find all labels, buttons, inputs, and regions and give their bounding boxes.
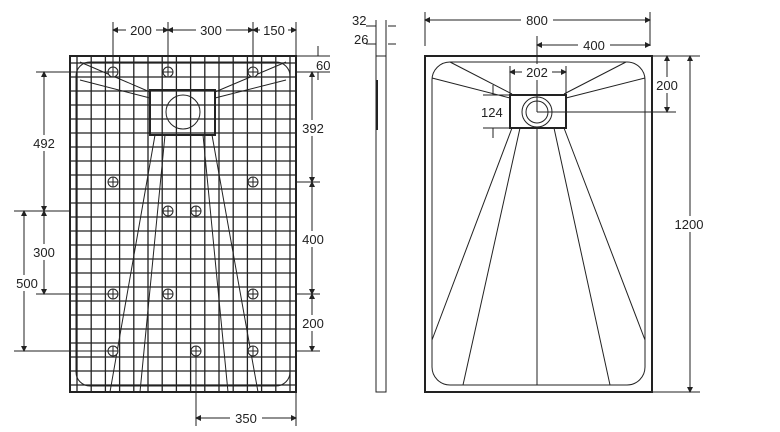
dim-label-400-front: 400 xyxy=(583,38,605,53)
hole-crosshair xyxy=(248,177,258,187)
side-view: 32 26 xyxy=(352,13,396,393)
dim-label-392: 392 xyxy=(302,121,324,136)
hole-crosshair xyxy=(163,289,173,299)
tray-outline xyxy=(69,55,297,393)
dim-label-800: 800 xyxy=(526,13,548,28)
tray-inner-outline-front xyxy=(431,61,646,386)
dim-label-200v: 200 xyxy=(302,316,324,331)
mounting-holes xyxy=(107,66,259,357)
front-extension-lines-h xyxy=(483,55,700,393)
hole-crosshair xyxy=(108,177,118,187)
dim-label-300v: 300 xyxy=(33,245,55,260)
dim-label-150: 150 xyxy=(263,23,285,38)
hole-crosshair xyxy=(163,206,173,216)
tray-inner-outline xyxy=(75,61,291,387)
dim-label-200: 200 xyxy=(130,23,152,38)
support-grid xyxy=(70,56,296,392)
dim-label-200-front: 200 xyxy=(656,78,678,93)
dim-label-26: 26 xyxy=(354,32,368,47)
dim-label-60: 60 xyxy=(316,58,330,73)
dim-label-500: 500 xyxy=(16,276,38,291)
dim-label-492: 492 xyxy=(33,136,55,151)
tray-outline-front xyxy=(424,55,653,393)
dim-label-1200: 1200 xyxy=(675,217,704,232)
hole-crosshair xyxy=(248,289,258,299)
drain-circle xyxy=(165,94,201,130)
dim-label-350: 350 xyxy=(235,411,257,426)
dim-label-202: 202 xyxy=(526,65,548,80)
top-view: 800 400 202 200 124 1200 xyxy=(424,12,708,393)
dim-label-32: 32 xyxy=(352,13,366,28)
extension-lines xyxy=(112,22,297,72)
dim-label-400: 400 xyxy=(302,232,324,247)
drain-box xyxy=(149,89,216,136)
dim-label-124: 124 xyxy=(481,105,503,120)
side-profile xyxy=(375,20,387,393)
hole-crosshair xyxy=(248,346,258,356)
dim-label-300: 300 xyxy=(200,23,222,38)
underside-view: 200 300 150 60 492 300 500 392 400 200 3… xyxy=(12,22,330,426)
hole-crosshair xyxy=(191,206,201,216)
slope-channels-front xyxy=(431,61,646,386)
